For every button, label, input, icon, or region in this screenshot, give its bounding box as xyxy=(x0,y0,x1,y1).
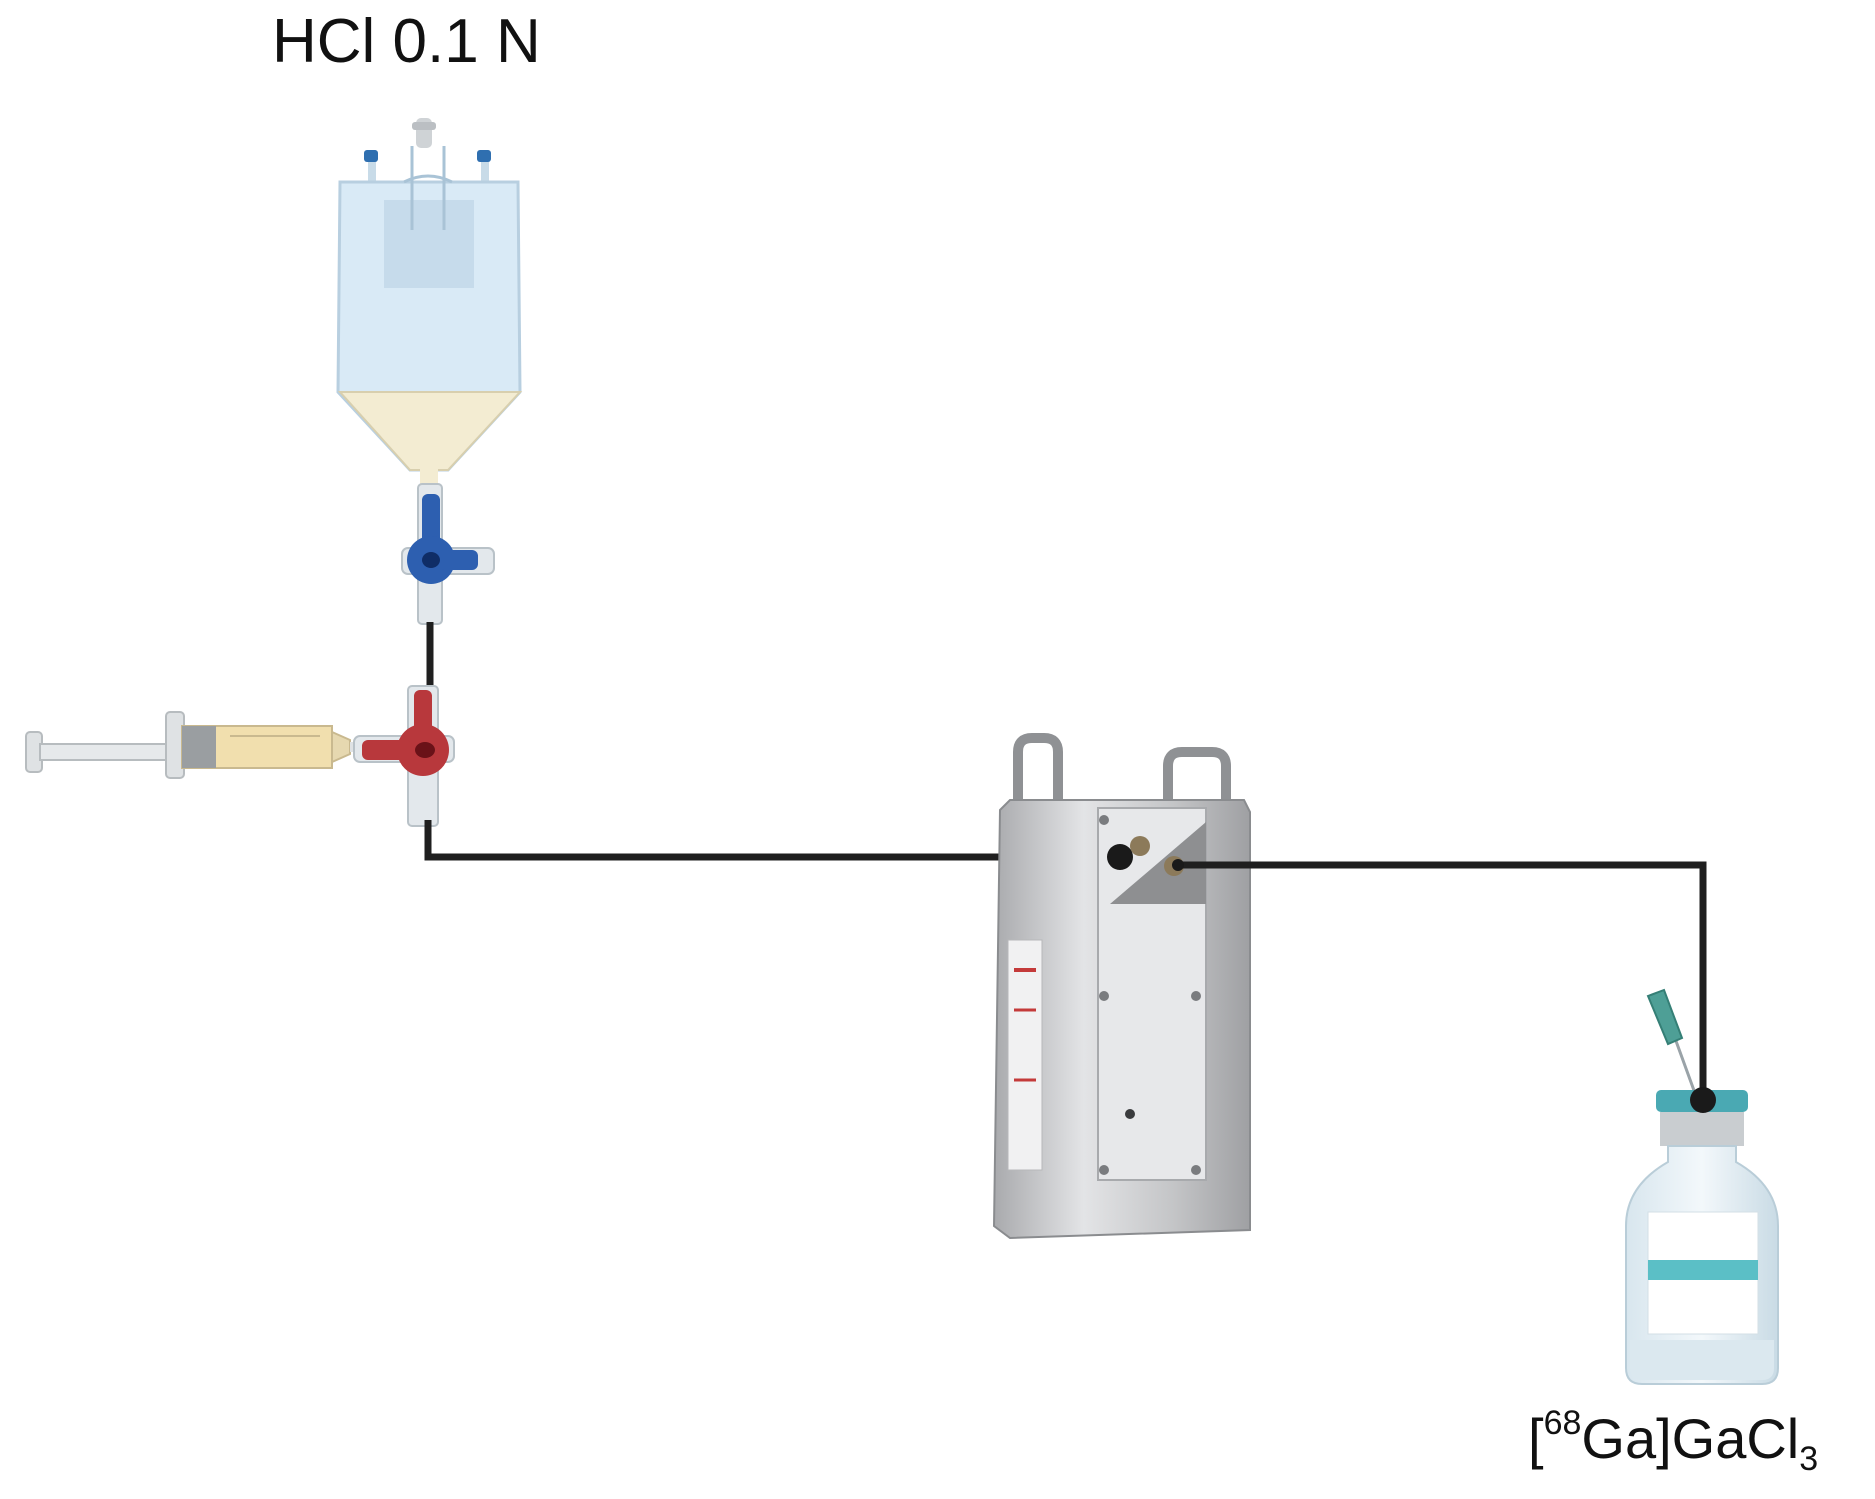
product-label-bracket: [ xyxy=(1528,1407,1544,1470)
stopcock-icon[interactable] xyxy=(401,483,495,625)
stopcock-icon[interactable] xyxy=(353,685,455,827)
iv-bag-icon xyxy=(336,118,523,490)
source-label: HCl 0.1 N xyxy=(272,7,541,76)
vial-inlet-port xyxy=(1690,1087,1716,1113)
product-label: [68Ga]GaCl3 xyxy=(1528,1404,1818,1479)
tubing-inlet-line xyxy=(424,820,1120,861)
product-label-subscript: 3 xyxy=(1799,1440,1819,1478)
generator-outlet-port xyxy=(1172,859,1184,871)
product-label-isotope: 68 xyxy=(1543,1404,1582,1442)
product-label-formula: Ga]GaCl xyxy=(1581,1407,1800,1470)
tubing-outlet-line xyxy=(1178,861,1707,1098)
syringe-icon[interactable] xyxy=(25,711,360,779)
vial-icon xyxy=(1625,1090,1779,1385)
generator-icon xyxy=(992,733,1251,1240)
generator-inlet-port xyxy=(1107,844,1133,870)
